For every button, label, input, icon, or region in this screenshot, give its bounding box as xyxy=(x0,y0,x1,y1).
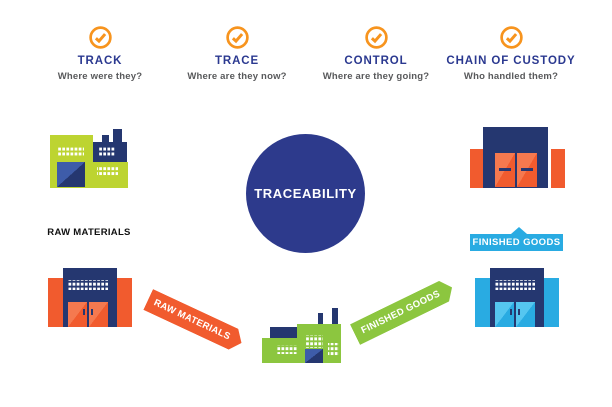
raw-materials-caption: RAW MATERIALS xyxy=(47,227,131,238)
banner-label: FINISHED GOODS xyxy=(470,234,563,251)
step-chain-of-custody: CHAIN OF CUSTODY Who handled them? xyxy=(426,26,596,82)
check-circle-icon xyxy=(225,26,249,49)
store-icon xyxy=(470,127,565,188)
step-track: TRACK Where were they? xyxy=(15,26,185,82)
step-control: CONTROL Where are they going? xyxy=(291,26,461,82)
step-trace: TRACE Where are they now? xyxy=(152,26,322,82)
step-title: CONTROL xyxy=(344,55,408,67)
finished-goods-banner: FINISHED GOODS xyxy=(470,227,563,251)
warehouse-icon xyxy=(475,268,559,327)
step-title: TRACE xyxy=(214,55,260,67)
step-question: Where were they? xyxy=(57,71,143,82)
traceability-label: TRACEABILITY xyxy=(254,186,357,201)
raw-materials-ribbon: RAW MATERIALS xyxy=(143,289,246,353)
check-circle-icon xyxy=(499,26,523,49)
raw-materials-ribbon-label: RAW MATERIALS xyxy=(151,297,233,343)
check-circle-icon xyxy=(88,26,112,49)
step-question: Where are they going? xyxy=(322,71,430,82)
finished-goods-ribbon: FINISHED GOODS xyxy=(350,277,457,345)
finished-goods-ribbon-label: FINISHED GOODS xyxy=(359,288,443,337)
factory-icon xyxy=(262,308,341,363)
step-title: CHAIN OF CUSTODY xyxy=(446,55,576,67)
warehouse-icon xyxy=(48,268,132,327)
factory-icon xyxy=(50,129,128,188)
step-title: TRACK xyxy=(77,55,123,67)
step-question: Where are they now? xyxy=(187,71,287,82)
banner-pointer-icon xyxy=(511,227,527,234)
traceability-circle: TRACEABILITY xyxy=(246,134,365,253)
step-question: Who handled them? xyxy=(463,71,559,82)
check-circle-icon xyxy=(364,26,388,49)
